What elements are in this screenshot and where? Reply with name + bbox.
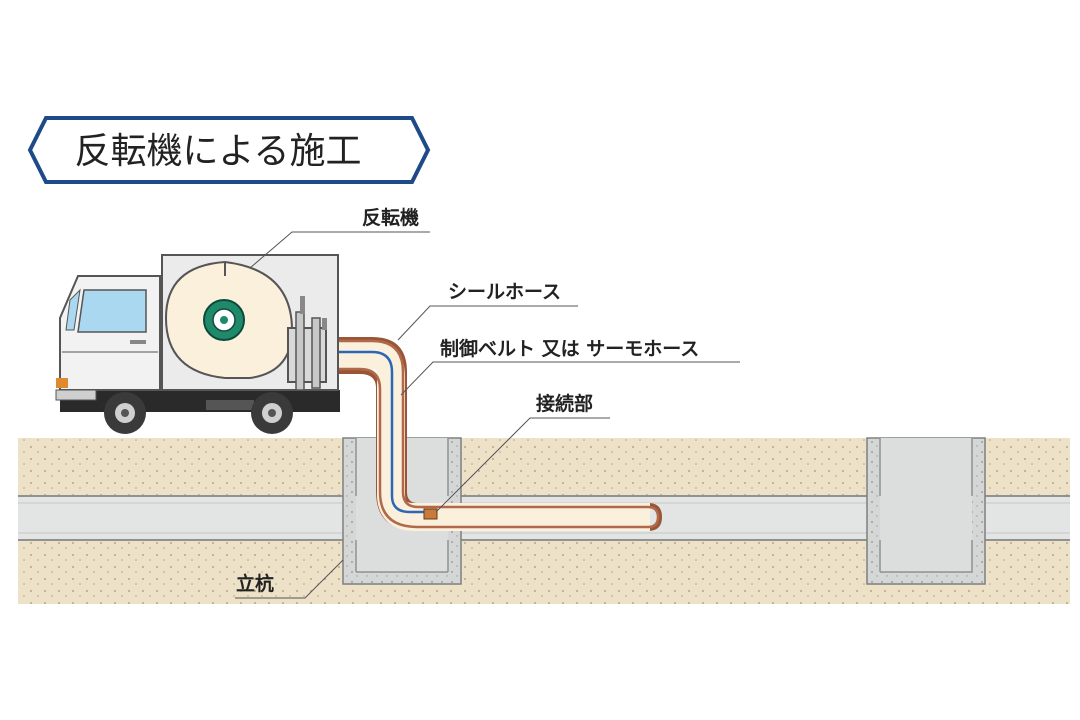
label-seal-hose: シールホース: [448, 281, 561, 303]
leader-lines: [235, 231, 740, 599]
label-shaft: 立杭: [236, 572, 274, 595]
label-reversing-machine: 反転機: [362, 206, 419, 229]
title-badge: 反転機による施工: [27, 116, 431, 184]
diagram-title: 反転機による施工: [75, 131, 362, 172]
label-connection: 接続部: [536, 392, 593, 415]
label-control-belt: 制御ベルト 又は サーモホース: [440, 337, 699, 360]
connection-part: [423, 508, 438, 520]
wheel-icon: [104, 392, 293, 434]
shaft-middle: [866, 437, 986, 585]
reel-icon: [164, 260, 327, 391]
